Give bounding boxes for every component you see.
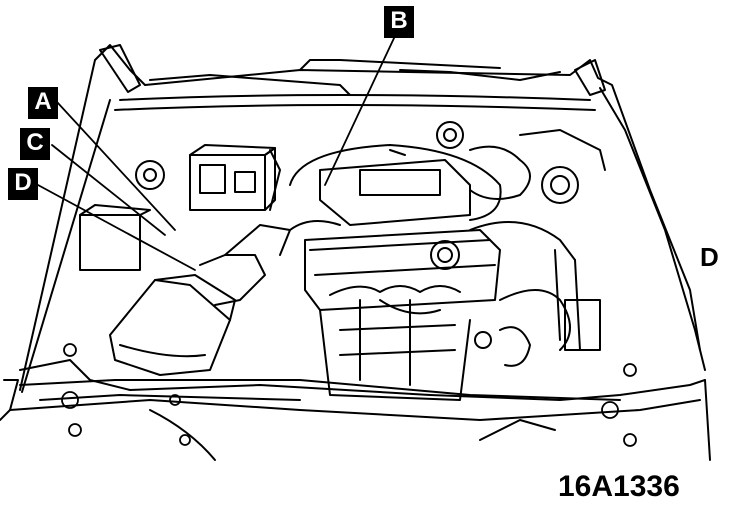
- edge-callout-d: D: [700, 242, 719, 272]
- leader-lines: [37, 35, 396, 271]
- battery: [189, 144, 276, 211]
- callout-d: D: [8, 168, 38, 200]
- hood-hinges: [99, 44, 606, 96]
- engine-block: [304, 229, 501, 401]
- fuse-box: [79, 160, 165, 271]
- right-hoses: [469, 221, 601, 367]
- air-cleaner: [109, 224, 291, 376]
- callout-a: A: [28, 87, 58, 119]
- body-outline: [0, 44, 711, 461]
- wiring: [269, 149, 571, 351]
- mounting-bolts: [61, 343, 637, 447]
- callout-b: B: [384, 6, 414, 38]
- wiper-cowl: [114, 59, 596, 111]
- radiator-support: [19, 379, 621, 461]
- figure-code: 16A1336: [558, 470, 680, 503]
- brake-reservoir: [436, 121, 606, 204]
- callout-c: C: [20, 128, 50, 160]
- intake-manifold: [289, 144, 502, 226]
